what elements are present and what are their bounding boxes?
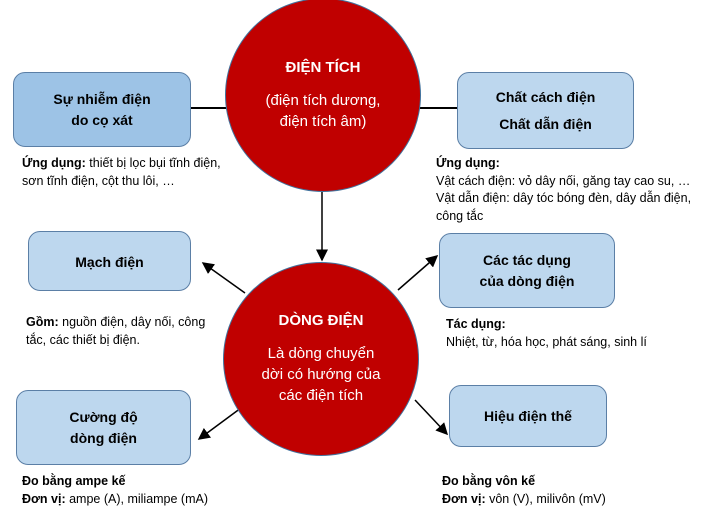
arrow-to-circuit [201, 262, 246, 294]
circuit-caption: Gồm: nguồn điện, dây nối, công tắc, các … [26, 314, 206, 349]
caption-text: thiết bị lọc bụi tĩnh điện, sơn tĩnh điệ… [22, 156, 221, 188]
box-label: Mạch điện [75, 254, 144, 270]
charge-title: ĐIỆN TÍCH [285, 58, 361, 76]
electric-current-circle: DÒNG ĐIỆN Là dòng chuyển dời có hướng củ… [223, 262, 419, 456]
arrow-to-effects [397, 255, 439, 291]
box-label: Các tác dụng [483, 251, 571, 268]
friction-caption: Ứng dụng: thiết bị lọc bụi tĩnh điện, sơ… [22, 155, 232, 190]
box-label: dòng điện [70, 429, 137, 446]
effects-box: Các tác dụng của dòng điện [439, 233, 615, 308]
current-title: DÒNG ĐIỆN [278, 312, 364, 329]
effects-caption: Tác dụng: Nhiệt, từ, hóa học, phát sáng,… [446, 316, 706, 351]
caption-label: Đơn vị: [442, 491, 486, 506]
box-label: Hiệu điện thế [484, 407, 572, 424]
box-label: của dòng điện [479, 272, 575, 289]
caption-label: Đo bằng ampe kế [22, 474, 126, 488]
caption-label: Đo bằng vôn kế [442, 474, 536, 488]
caption-text: Nhiệt, từ, hóa học, phát sáng, sinh lí [446, 334, 647, 349]
friction-box: Sự nhiễm điện do cọ xát [13, 72, 191, 147]
charge-text: (điện tích dương, điện tích âm) [265, 91, 381, 130]
box-label: do cọ xát [71, 111, 133, 128]
circuit-box: Mạch điện [28, 231, 191, 291]
arrow-to-voltage [414, 399, 449, 436]
current-caption: Đo bằng ampe kế Đơn vị: ampe (A), miliam… [22, 473, 262, 508]
box-label: Chất cách điện [495, 88, 596, 105]
electric-charge-circle: ĐIỆN TÍCH (điện tích dương, điện tích âm… [225, 0, 421, 192]
materials-box: Chất cách điện Chất dẫn điện [457, 72, 634, 149]
caption-text: nguồn điện, dây nối, công tắc, các thiết… [26, 315, 206, 347]
caption-label: Tác dụng: [446, 317, 506, 331]
caption-label: Ứng dụng: [436, 156, 500, 170]
caption-label: Đơn vị: [22, 491, 66, 506]
current-text: Là dòng chuyển dời có hướng của các điện… [261, 345, 381, 404]
box-label: Cường độ [69, 408, 138, 425]
caption-text: Vật dẫn điện: dây tóc bóng đèn, dây dẫn … [436, 191, 692, 223]
caption-label: Gồm: [26, 315, 59, 329]
caption-text: ampe (A), miliampe (mA) [65, 491, 209, 506]
voltage-box: Hiệu điện thế [449, 385, 607, 447]
materials-caption: Ứng dụng: Vật cách điện: vỏ dây nối, găn… [436, 155, 710, 225]
box-label: Chất dẫn điện [499, 115, 592, 132]
caption-text: Vật cách điện: vỏ dây nối, găng tay cao … [436, 173, 691, 188]
current-intensity-box: Cường độ dòng điện [16, 390, 191, 465]
caption-text: vôn (V), milivôn (mV) [485, 491, 606, 506]
box-label: Sự nhiễm điện [53, 90, 151, 107]
voltage-caption: Đo bằng vôn kế Đơn vị: vôn (V), milivôn … [442, 473, 702, 508]
caption-label: Ứng dụng: [22, 156, 86, 170]
